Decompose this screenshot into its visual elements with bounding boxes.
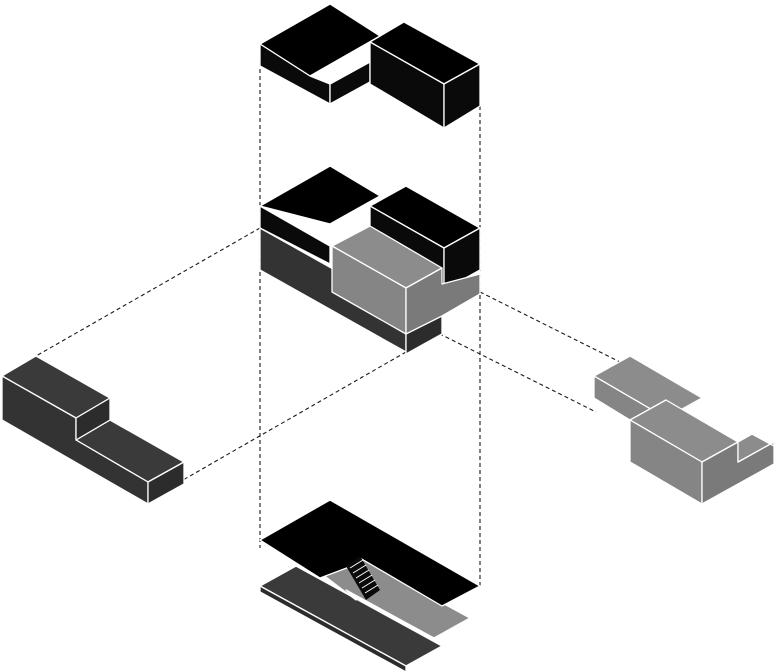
- leader-line-dark-bottom: [182, 351, 407, 481]
- floor-plate-dark-edge: [259, 585, 407, 672]
- dark-volume-side: [147, 461, 185, 505]
- stair-icon: [346, 556, 380, 600]
- massing-black-front: [259, 205, 331, 265]
- massing-gray-side: [405, 267, 481, 335]
- ground-floor-plates: [259, 499, 481, 672]
- upper-block-right-side: [443, 63, 481, 129]
- assembled-massing: [259, 165, 481, 355]
- massing-black-top: [259, 165, 381, 225]
- leader-line-gray-top: [479, 291, 641, 373]
- leader-lines: [35, 62, 641, 586]
- leader-line-dark-top: [35, 227, 261, 357]
- dark-stepped-volume: [1, 355, 185, 505]
- gray-volume-notch-top: [737, 433, 775, 463]
- dark-volume-step-riser: [75, 397, 111, 441]
- upper-block-left-side: [329, 61, 371, 105]
- floor-plate-black: [259, 499, 481, 607]
- upper-volumes: [259, 3, 481, 129]
- gray-stepped-volume: [593, 355, 775, 505]
- massing-black-upper-side: [443, 227, 481, 291]
